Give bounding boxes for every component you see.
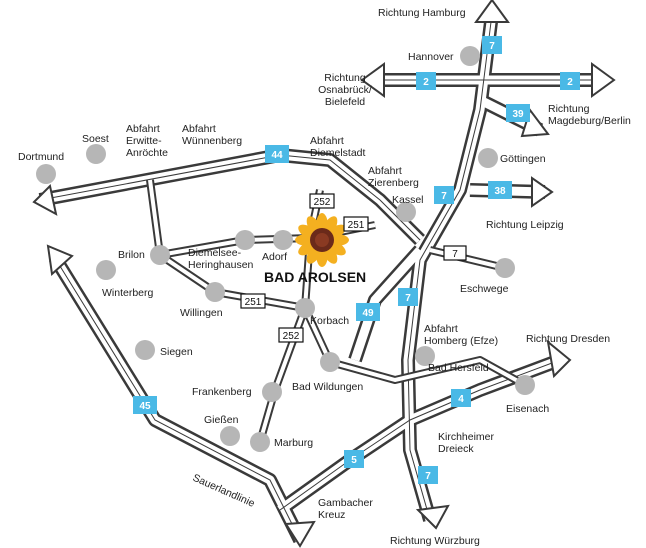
arrow-dortmund — [32, 183, 58, 216]
arrow-west — [360, 62, 385, 98]
shield-a7-kassel: 7 — [434, 186, 454, 204]
label-erwitte-3: Anröchte — [126, 147, 168, 159]
label-osnabrueck-2: Osnabrück/ — [318, 84, 372, 96]
motorway-shields: 7 2 2 39 38 44 7 7 49 4 5 45 7 — [133, 36, 580, 484]
svg-text:252: 252 — [314, 197, 331, 208]
labels: Richtung Hamburg Richtung Osnabrück/ Bie… — [18, 7, 631, 547]
shield-a4: 4 — [451, 389, 471, 407]
arrow-east — [591, 62, 616, 98]
svg-text:252: 252 — [283, 331, 300, 342]
label-soest: Soest — [82, 133, 109, 145]
label-kirchheimer-2: Dreieck — [438, 443, 474, 455]
shield-a2-east: 2 — [560, 72, 580, 90]
shield-a38: 38 — [488, 181, 512, 199]
label-wuennenberg-2: Wünnenberg — [182, 135, 242, 147]
svg-text:38: 38 — [494, 186, 506, 197]
svg-text:7: 7 — [452, 249, 458, 260]
svg-text:7: 7 — [441, 191, 447, 202]
label-erwitte-2: Erwitte- — [126, 135, 162, 147]
label-leipzig: Richtung Leipzig — [486, 219, 564, 231]
label-diemelstadt-1: Abfahrt — [310, 135, 344, 147]
label-marburg: Marburg — [274, 437, 313, 449]
svg-text:49: 49 — [362, 308, 374, 319]
shield-a39: 39 — [506, 104, 530, 122]
direction-arrows — [32, 0, 616, 548]
svg-text:7: 7 — [425, 471, 431, 482]
svg-text:44: 44 — [271, 150, 283, 161]
sunflower-logo — [295, 213, 349, 267]
label-adorf: Adorf — [262, 251, 287, 263]
label-gambacher-1: Gambacher — [318, 497, 373, 509]
label-osnabrueck-1: Richtung — [324, 72, 366, 84]
label-bad-hersfeld: Bad Hersfeld — [428, 362, 489, 374]
label-giessen: Gießen — [204, 414, 239, 426]
label-osnabrueck-3: Bielefeld — [325, 96, 365, 108]
label-homberg-2: Homberg (Efze) — [424, 335, 498, 347]
label-wuennenberg-1: Abfahrt — [182, 123, 216, 135]
label-eisenach: Eisenach — [506, 403, 549, 415]
shield-a7-mid: 7 — [398, 288, 418, 306]
label-magdeburg-2: Magdeburg/Berlin — [548, 115, 631, 127]
arrow-leipzig — [531, 176, 554, 208]
svg-text:4: 4 — [458, 394, 464, 405]
label-willingen: Willingen — [180, 307, 223, 319]
label-korbach: Korbach — [310, 315, 349, 327]
label-bad-wildungen: Bad Wildungen — [292, 381, 363, 393]
svg-text:45: 45 — [139, 401, 151, 412]
label-dresden: Richtung Dresden — [526, 333, 610, 345]
badge-b252-north: 252 — [309, 193, 335, 209]
shield-a7-north: 7 — [482, 36, 502, 54]
label-goettingen: Göttingen — [500, 153, 546, 165]
federal-road-badges: 252 251 7 251 252 — [240, 193, 467, 343]
label-diemelsee-1: Diemelsee- — [188, 247, 242, 259]
shield-a49: 49 — [356, 303, 380, 321]
label-siegen: Siegen — [160, 346, 193, 358]
label-homberg-1: Abfahrt — [424, 323, 458, 335]
shield-a45: 45 — [133, 396, 157, 414]
arrow-south-west — [284, 520, 316, 548]
label-gambacher-2: Kreuz — [318, 509, 345, 521]
label-winterberg: Winterberg — [102, 287, 154, 299]
svg-text:2: 2 — [567, 77, 573, 88]
svg-text:2: 2 — [423, 77, 429, 88]
label-bad-arolsen: BAD AROLSEN — [264, 269, 366, 285]
svg-text:5: 5 — [351, 455, 357, 466]
label-sauerlandlinie: Sauerlandlinie — [191, 472, 257, 510]
arrow-sw — [46, 244, 74, 276]
shield-a2-west: 2 — [416, 72, 436, 90]
label-kassel: Kassel — [392, 194, 424, 206]
label-wuerzburg: Richtung Würzburg — [390, 535, 480, 547]
label-kirchheimer-1: Kirchheimer — [438, 431, 495, 443]
label-erwitte-1: Abfahrt — [126, 123, 160, 135]
shield-a5: 5 — [344, 450, 364, 468]
badge-b251-east: 251 — [343, 216, 369, 232]
badge-b252-south: 252 — [278, 327, 304, 343]
svg-text:39: 39 — [512, 109, 524, 120]
arrow-north — [474, 0, 510, 23]
svg-text:7: 7 — [489, 41, 495, 52]
label-zierenberg-1: Abfahrt — [368, 165, 402, 177]
label-magdeburg-1: Richtung — [548, 103, 590, 115]
badge-b251-west: 251 — [240, 293, 266, 309]
label-brilon: Brilon — [118, 249, 145, 261]
motorway-centerlines — [39, 13, 600, 541]
shield-a44: 44 — [265, 145, 289, 163]
badge-b7: 7 — [443, 245, 467, 261]
label-eschwege: Eschwege — [460, 283, 509, 295]
label-frankenberg: Frankenberg — [192, 386, 252, 398]
label-zierenberg-2: Zierenberg — [368, 177, 419, 189]
label-hamburg: Richtung Hamburg — [378, 7, 466, 19]
svg-text:251: 251 — [348, 220, 365, 231]
arrow-south — [415, 504, 450, 530]
shield-a7-south: 7 — [418, 466, 438, 484]
label-diemelsee-2: Heringhausen — [188, 259, 254, 271]
arrow-dresden — [546, 339, 572, 379]
svg-text:7: 7 — [405, 293, 411, 304]
label-dortmund: Dortmund — [18, 151, 64, 163]
label-diemelstadt-2: Diemelstadt — [310, 147, 366, 159]
label-hannover: Hannover — [408, 51, 454, 63]
svg-text:251: 251 — [245, 297, 262, 308]
